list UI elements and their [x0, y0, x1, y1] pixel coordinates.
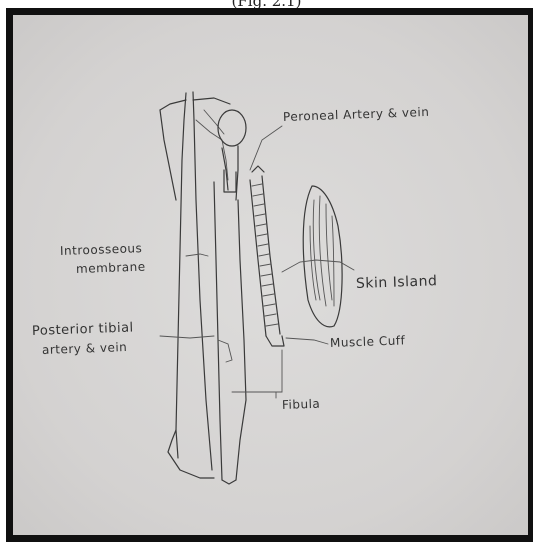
- label-skin-island: Skin Island: [356, 273, 438, 292]
- skin-island-leader: [282, 260, 354, 272]
- fibula-drawing: [214, 110, 246, 484]
- posterior-leader: [160, 336, 214, 338]
- label-posterior-tibial-line2: artery & vein: [42, 340, 128, 357]
- label-fibula: Fibula: [282, 397, 321, 412]
- label-interosseous-line2: membrane: [76, 260, 146, 276]
- fibula-leader: [232, 350, 282, 398]
- muscle-cuff-leader: [286, 338, 328, 344]
- label-muscle-cuff: Muscle Cuff: [330, 333, 406, 350]
- peroneal-leader: [250, 126, 282, 170]
- muscle-cuff-drawing: [250, 166, 284, 346]
- skin-island-drawing: [303, 186, 342, 327]
- label-interosseous-line1: Introosseous: [60, 241, 143, 258]
- interosseous-leader: [186, 254, 208, 256]
